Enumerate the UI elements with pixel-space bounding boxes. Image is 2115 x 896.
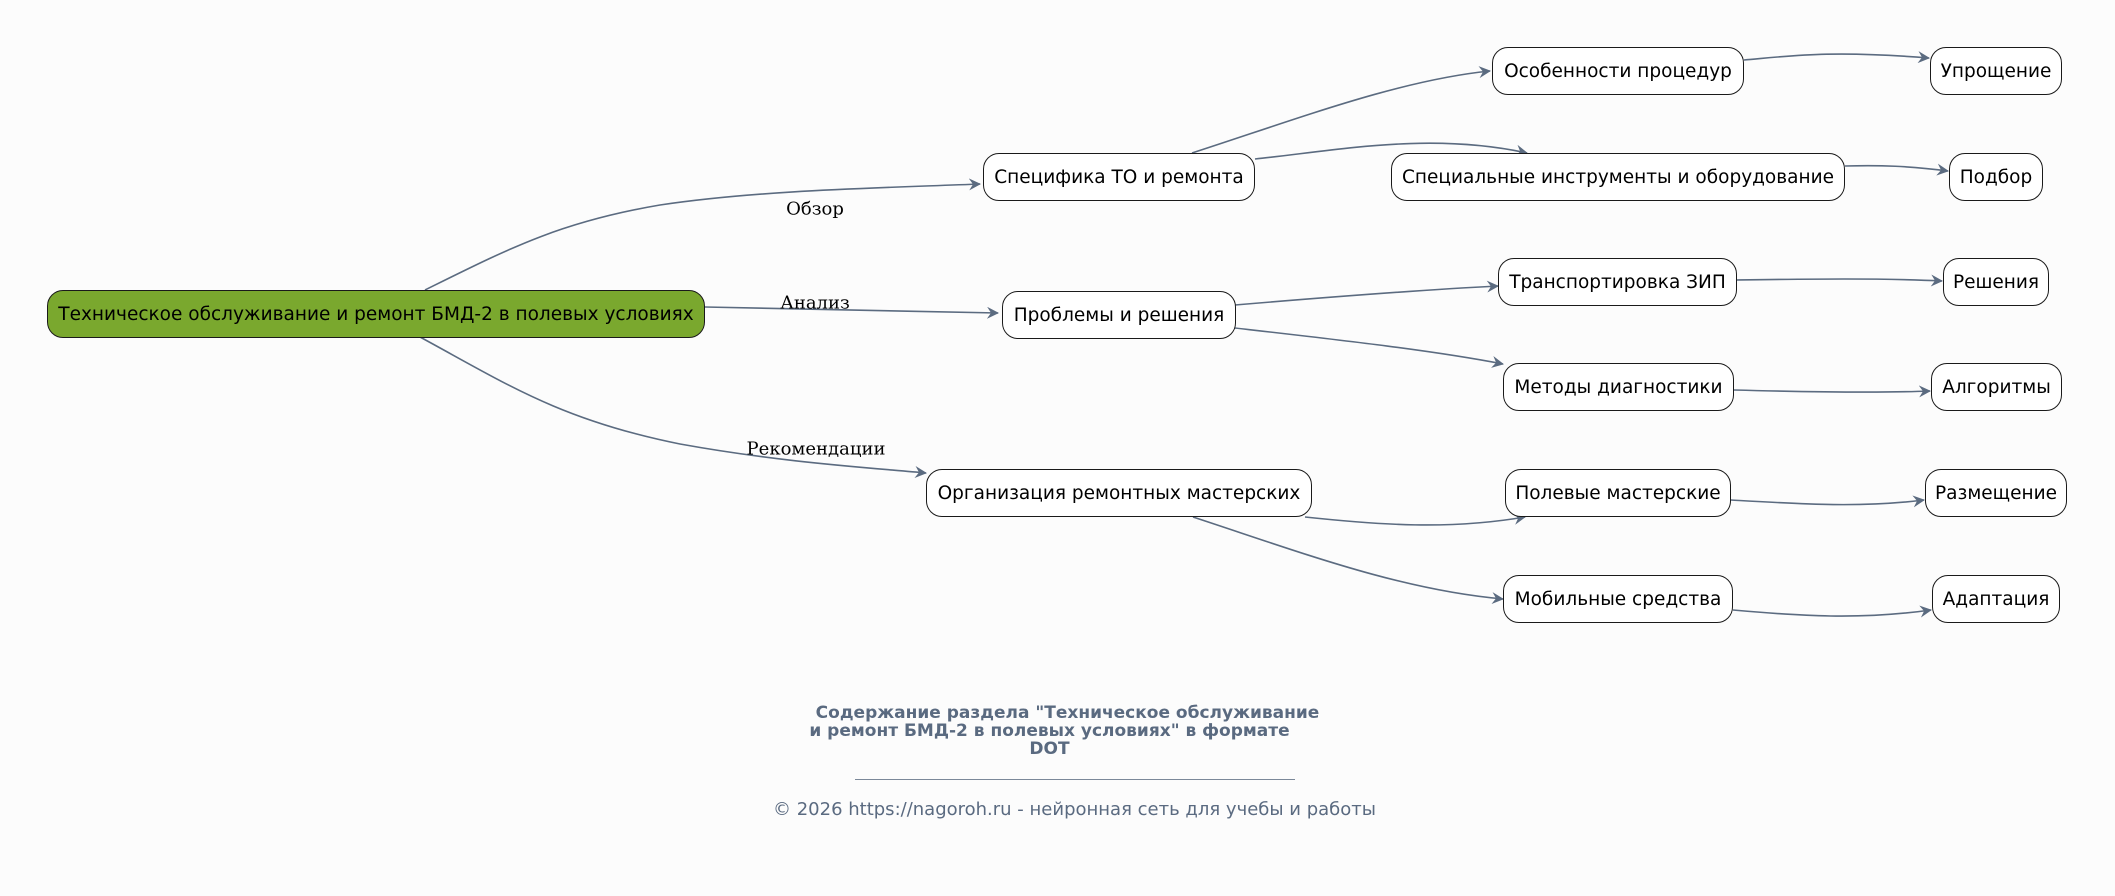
node-field-workshops[interactable]: Полевые мастерские	[1505, 469, 1731, 517]
edge-b3-b3c2	[1192, 516, 1504, 605]
caption-line-3: DOT	[1029, 739, 1070, 759]
node-label: Решения	[1952, 271, 2040, 293]
node-adaptation[interactable]: Адаптация	[1932, 575, 2060, 623]
edge-b2-b2c2	[1234, 327, 1504, 368]
node-solutions[interactable]: Решения	[1943, 258, 2049, 306]
edge-label-recommendations: Рекомендации	[746, 438, 886, 460]
edge-root-b1	[424, 178, 981, 291]
edge-b3c1-leaf	[1730, 495, 1925, 508]
node-label: Размещение	[1935, 482, 2057, 504]
edge-b3c2-leaf	[1732, 605, 1932, 618]
node-diagnostics[interactable]: Методы диагностики	[1503, 363, 1734, 411]
node-simplification[interactable]: Упрощение	[1930, 47, 2062, 95]
edge-b3-b3c1	[1304, 512, 1526, 526]
node-label: Специфика ТО и ремонта	[994, 166, 1244, 188]
node-label: Особенности процедур	[1504, 60, 1732, 82]
caption-line-2: и ремонт БМД-2 в полевых условиях" в фор…	[809, 721, 1290, 741]
node-label: Упрощение	[1940, 60, 2052, 82]
root-node-label: Техническое обслуживание и ремонт БМД-2 …	[58, 303, 694, 325]
node-algorithms[interactable]: Алгоритмы	[1931, 363, 2062, 411]
node-special-tools[interactable]: Специальные инструменты и оборудование	[1391, 153, 1845, 201]
edge-b2c1-leaf	[1736, 274, 1943, 287]
edge-root-b2	[704, 306, 999, 319]
node-spare-parts-transport[interactable]: Транспортировка ЗИП	[1498, 258, 1737, 306]
edge-b1-b1c2	[1254, 142, 1528, 160]
node-specifics[interactable]: Специфика ТО и ремонта	[983, 153, 1255, 201]
node-placement[interactable]: Размещение	[1925, 469, 2067, 517]
node-procedures[interactable]: Особенности процедур	[1492, 47, 1744, 95]
footer-divider	[855, 779, 1295, 780]
edge-b1c1-leaf	[1743, 51, 1930, 64]
node-label: Транспортировка ЗИП	[1509, 271, 1726, 293]
edge-b2-b2c1	[1234, 280, 1499, 306]
diagram-caption: Содержание раздела "Техническое обслужив…	[0, 704, 2115, 758]
node-label: Методы диагностики	[1514, 376, 1723, 398]
edge-root-b3	[419, 336, 927, 478]
node-label: Подбор	[1959, 166, 2033, 188]
edge-b1-b1c1	[1191, 66, 1491, 154]
edge-label-overview: Обзор	[786, 198, 844, 220]
root-node[interactable]: Техническое обслуживание и ремонт БМД-2 …	[47, 290, 705, 338]
edge-b2c2-leaf	[1733, 385, 1931, 398]
node-label: Мобильные средства	[1514, 588, 1722, 610]
node-label: Алгоритмы	[1942, 376, 2051, 398]
node-problems[interactable]: Проблемы и решения	[1002, 291, 1236, 339]
node-label: Адаптация	[1942, 588, 2050, 610]
node-mobile-means[interactable]: Мобильные средства	[1503, 575, 1733, 623]
node-label: Организация ремонтных мастерских	[937, 482, 1301, 504]
edge-label-analysis: Анализ	[780, 292, 850, 314]
edge-b1c2-leaf	[1844, 163, 1949, 176]
caption-line-1: Содержание раздела "Техническое обслужив…	[815, 703, 1320, 723]
node-label: Специальные инструменты и оборудование	[1402, 166, 1834, 188]
node-label: Проблемы и решения	[1013, 304, 1225, 326]
node-workshops-org[interactable]: Организация ремонтных мастерских	[926, 469, 1312, 517]
copyright-text: © 2026 https://nagoroh.ru - нейронная се…	[772, 799, 1376, 820]
node-label: Полевые мастерские	[1515, 482, 1721, 504]
node-selection[interactable]: Подбор	[1949, 153, 2043, 201]
